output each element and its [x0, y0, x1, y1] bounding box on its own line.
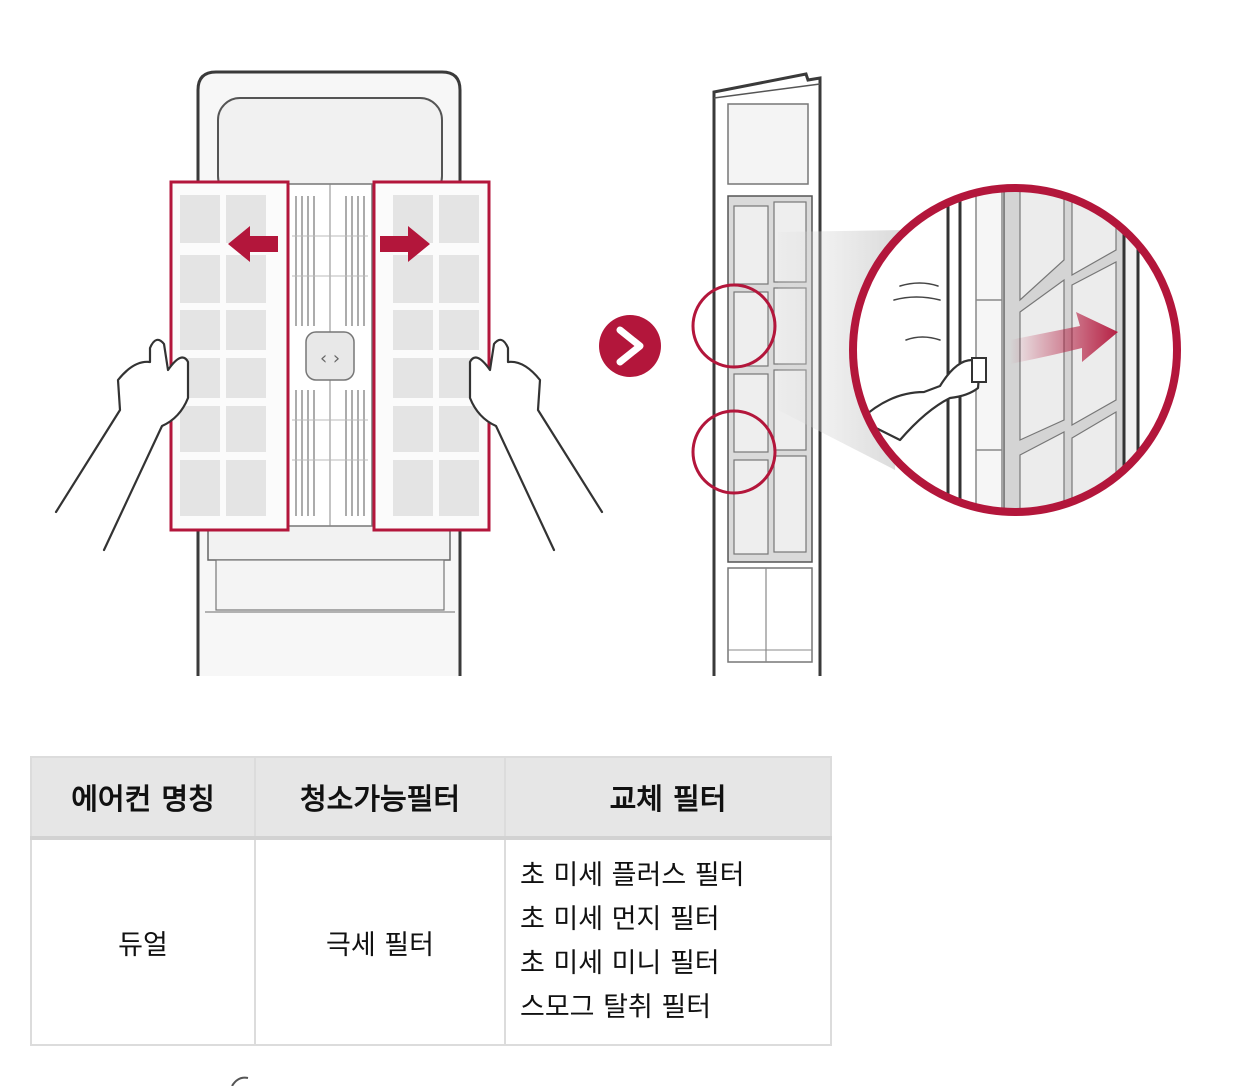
svg-text:‹ ›: ‹ › [320, 348, 340, 369]
table-row: 듀얼 극세 필터 초 미세 플러스 필터 초 미세 먼지 필터 초 미세 미니 … [30, 837, 832, 1046]
cleanable-filter-cell: 극세 필터 [254, 837, 506, 1046]
replacement-filter-item: 스모그 탈취 필터 [520, 992, 712, 1023]
replacement-filter-item: 초 미세 플러스 필터 [520, 860, 745, 891]
cropped-mark [231, 1076, 249, 1086]
right-hand [468, 338, 604, 552]
filter-table: 에어컨 명칭 청소가능필터 교체 필터 듀얼 극세 필터 초 미세 플러스 필터… [30, 756, 832, 1046]
table-header-row: 에어컨 명칭 청소가능필터 교체 필터 [30, 756, 832, 840]
zoom-detail [849, 184, 1181, 516]
column-header-cleanable-filter: 청소가능필터 [254, 756, 506, 840]
latch-highlight-circles [691, 283, 777, 495]
left-filter-panel [169, 180, 290, 532]
pull-left-arrow-icon [228, 226, 278, 262]
aircon-name-cell: 듀얼 [30, 837, 256, 1046]
column-header-aircon-name: 에어컨 명칭 [30, 756, 256, 840]
replacement-filter-cell: 초 미세 플러스 필터 초 미세 먼지 필터 초 미세 미니 필터 스모그 탈취… [504, 837, 832, 1046]
removed-filter-frame [712, 72, 822, 676]
filter-removal-illustration: ‹ › [54, 70, 1181, 676]
column-header-replacement-filter: 교체 필터 [504, 756, 832, 840]
pull-right-arrow-icon [380, 226, 430, 262]
replacement-filter-item: 초 미세 미니 필터 [520, 948, 720, 979]
replacement-filter-item: 초 미세 먼지 필터 [520, 904, 720, 935]
chevron-right-circle-icon [599, 315, 661, 377]
left-hand [54, 338, 190, 552]
right-filter-panel [372, 180, 491, 532]
